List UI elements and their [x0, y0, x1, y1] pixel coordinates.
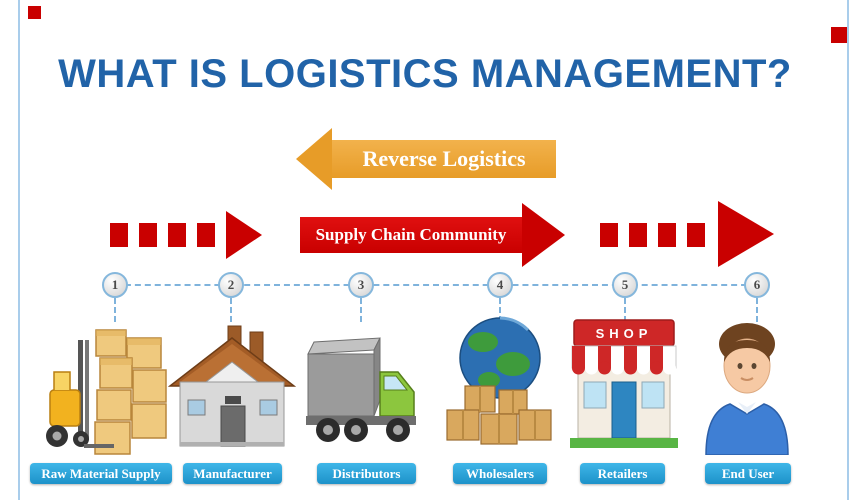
- stage-connector-line: [115, 284, 757, 286]
- stage-number-circle: 6: [744, 272, 770, 298]
- stage-number-circle: 5: [612, 272, 638, 298]
- flow-dash: [658, 223, 676, 247]
- page-title: WHAT IS LOGISTICS MANAGEMENT?: [58, 52, 792, 96]
- reverse-logistics-arrow: Reverse Logistics: [332, 140, 556, 178]
- left-border-line: [18, 0, 20, 500]
- stage-label-end-user: End User: [705, 463, 791, 484]
- stage-label-distributors: Distributors: [317, 463, 416, 484]
- decor-square-topright: [831, 27, 847, 43]
- reverse-arrow-head-icon: [296, 128, 332, 190]
- connector-stub: [499, 298, 501, 322]
- connector-stub: [624, 298, 626, 322]
- decor-square-topleft: [28, 6, 41, 19]
- flow-arrowhead-right-icon: [718, 201, 774, 267]
- factory-icon: [167, 322, 297, 459]
- connector-stub: [230, 298, 232, 322]
- right-border-line: [847, 0, 849, 500]
- supply-chain-arrowhead-icon: [522, 203, 565, 267]
- connector-stub: [114, 298, 116, 322]
- flow-dash: [197, 223, 215, 247]
- stage-label-raw-material-supply: Raw Material Supply: [30, 463, 172, 484]
- shop-icon: SHOP: [570, 318, 678, 455]
- stage-label-wholesalers: Wholesalers: [453, 463, 547, 484]
- connector-stub: [360, 298, 362, 322]
- flow-dash: [110, 223, 128, 247]
- stage-label-manufacturer: Manufacturer: [183, 463, 282, 484]
- stage-number-circle: 1: [102, 272, 128, 298]
- shop-sign-text: SHOP: [596, 326, 653, 341]
- stage-number-circle: 3: [348, 272, 374, 298]
- person-icon: [700, 310, 795, 460]
- globe-packages-icon: [443, 312, 558, 457]
- flow-arrowhead-left-icon: [226, 211, 262, 259]
- stage-number-circle: 2: [218, 272, 244, 298]
- flow-dash: [168, 223, 186, 247]
- connector-stub: [756, 298, 758, 322]
- flow-dash: [687, 223, 705, 247]
- supply-chain-arrow: Supply Chain Community: [300, 217, 522, 253]
- truck-icon: [300, 330, 425, 453]
- flow-dash: [600, 223, 618, 247]
- stage-label-retailers: Retailers: [580, 463, 665, 484]
- forklift-boxes-icon: [40, 312, 170, 462]
- stage-number-circle: 4: [487, 272, 513, 298]
- flow-dash: [629, 223, 647, 247]
- flow-dash: [139, 223, 157, 247]
